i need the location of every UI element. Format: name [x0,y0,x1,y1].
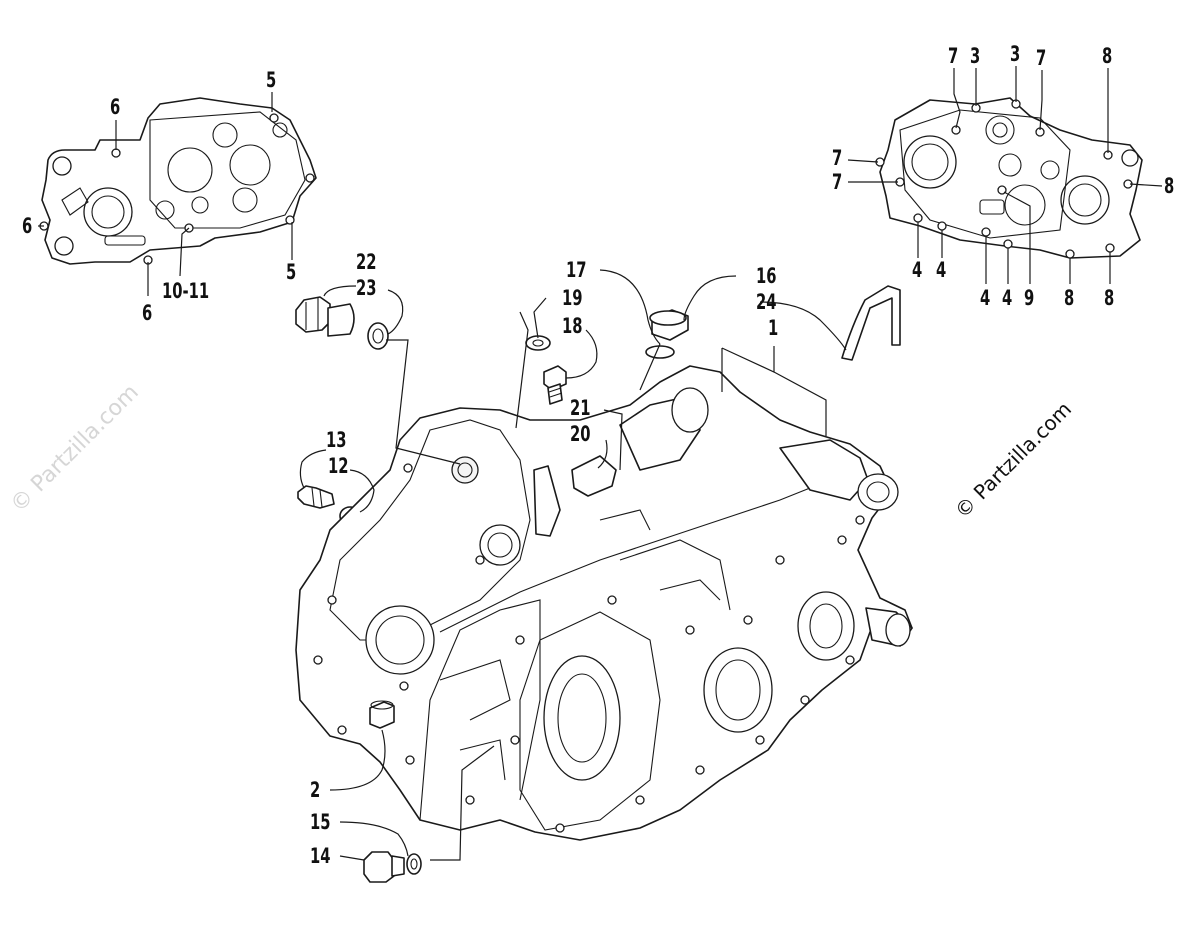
callout-21: 21 [570,396,591,420]
main-crankcase-assembly [295,365,913,841]
callout-16: 16 [756,264,777,288]
callout-23: 23 [356,276,377,300]
callout-14: 14 [310,844,331,868]
left-crankcase-half [39,97,317,265]
callout-12: 12 [328,454,349,478]
washer-19 [525,335,551,351]
callout-10-11: 10-11 [162,279,210,303]
callout-9: 9 [1024,286,1035,310]
callout-4-d: 4 [1002,286,1013,310]
callout-8-right: 8 [1164,174,1175,198]
callout-13: 13 [326,428,347,452]
callout-5-top: 5 [266,68,277,92]
callout-18: 18 [562,314,583,338]
callout-4-b: 4 [936,258,947,282]
callout-4-c: 4 [980,286,991,310]
callout-8-a: 8 [1064,286,1075,310]
right-crankcase-half [875,97,1143,259]
callout-22: 22 [356,250,377,274]
callout-8-top: 8 [1102,44,1113,68]
callout-6-bottom: 6 [142,301,153,325]
washer-23 [367,322,389,350]
callout-5-bottom: 5 [286,260,297,284]
callout-3-a: 3 [970,44,981,68]
callout-3-b: 3 [1010,42,1021,66]
callout-8-b: 8 [1104,286,1115,310]
callout-4-a: 4 [912,258,923,282]
callout-7-c: 7 [832,146,843,170]
breather-hose-24 [841,285,901,361]
drain-plug-14 [363,851,405,883]
callout-19: 19 [562,286,583,310]
oil-cap-16 [645,309,689,359]
bolt-18 [543,365,567,405]
callout-6-top: 6 [110,95,121,119]
callout-6-left: 6 [22,214,33,238]
callout-7-a: 7 [948,44,959,68]
callout-17: 17 [566,258,587,282]
callout-24: 24 [756,290,777,314]
callout-1: 1 [768,316,779,340]
leader-lines [38,66,1163,861]
callout-7-d: 7 [832,170,843,194]
callout-15: 15 [310,810,331,834]
plug-bolt-22 [295,296,355,337]
callout-20: 20 [570,422,591,446]
callout-7-b: 7 [1036,46,1047,70]
washer-15 [406,853,422,875]
bolt-13 [297,485,335,509]
callout-2: 2 [310,778,321,802]
